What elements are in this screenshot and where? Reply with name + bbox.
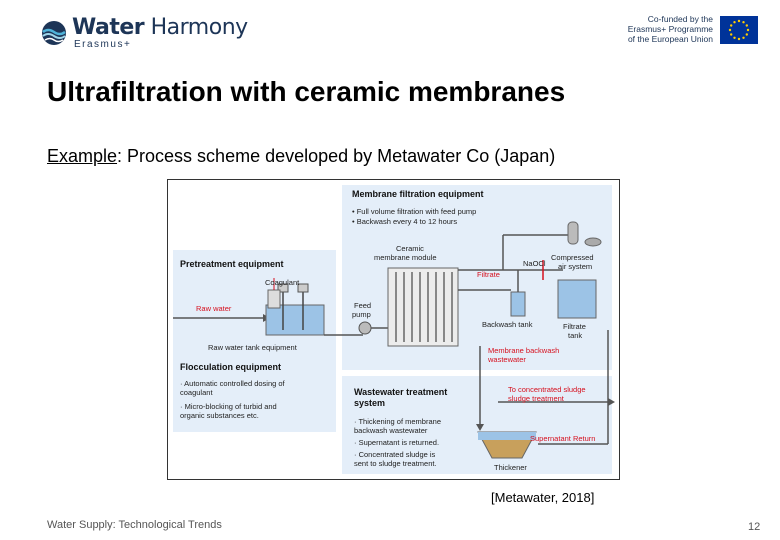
floc-bullet-2b: organic substances etc. — [180, 411, 259, 420]
compressed-air-label-2: air system — [558, 262, 593, 271]
ceramic-module-label-2: membrane module — [374, 253, 437, 262]
ww-bullet-3b: sent to sludge treatment. — [354, 459, 437, 468]
membrane-title: Membrane filtration equipment — [352, 189, 484, 199]
figure-caption: [Metawater, 2018] — [491, 490, 595, 505]
water-harmony-logo: Water Harmony Erasmus+ — [40, 14, 248, 50]
membrane-bullet-2: • Backwash every 4 to 12 hours — [352, 217, 458, 226]
pretreatment-panel — [173, 250, 336, 432]
slide-title: Ultrafiltration with ceramic membranes — [47, 76, 566, 107]
filtrate-tank-label-2: tank — [568, 331, 583, 340]
wave-logo-icon — [42, 21, 66, 45]
compressed-air-label-1: Compressed — [551, 253, 594, 262]
membrane-panel — [342, 185, 612, 370]
raw-water-tank-label: Raw water tank equipment — [208, 343, 297, 352]
to-sludge-label-1: To concentrated sludge — [508, 385, 586, 394]
ww-bullet-1b: backwash wastewater — [354, 426, 428, 435]
filtrate-label: Filtrate — [477, 270, 500, 279]
to-sludge-label-2: sludge treatment — [508, 394, 564, 403]
page-number: 12 — [748, 521, 761, 533]
floc-bullet-1a: · Automatic controlled dosing of — [180, 379, 285, 388]
membrane-backwash-label-2: wastewater — [488, 355, 526, 364]
floc-bullet-1b: coagulant — [180, 388, 213, 397]
backwash-tank-label: Backwash tank — [482, 320, 533, 329]
wastewater-title-2: system — [354, 398, 386, 408]
membrane-bullet-1: • Full volume filtration with feed pump — [352, 207, 477, 216]
filtrate-tank-label-1: Filtrate — [563, 322, 586, 331]
coagulant-label: Coagulant — [265, 278, 300, 287]
flocculation-title: Flocculation equipment — [180, 362, 282, 372]
naocl-label: NaOCl — [523, 259, 546, 268]
floc-bullet-2a: · Micro-blocking of turbid and — [180, 402, 277, 411]
raw-water-label: Raw water — [196, 304, 232, 313]
brand-name: Water Harmony — [72, 15, 248, 40]
diagram-graphics — [173, 221, 615, 459]
supernatant-return-label: Supernatant Return — [530, 434, 596, 443]
feed-pump-label-1: Feed — [354, 301, 372, 310]
ww-bullet-1a: · Thickening of membrane — [354, 417, 441, 426]
ww-bullet-3a: · Concentrated sludge is — [354, 450, 436, 459]
ceramic-module-label-1: Ceramic — [396, 244, 424, 253]
eu-flag-icon — [720, 16, 758, 44]
wastewater-title-1: Wastewater treatment — [354, 387, 448, 397]
process-scheme-diagram: Membrane filtration equipment • Full vol… — [167, 179, 620, 480]
ww-bullet-2: · Supernatant is returned. — [354, 438, 440, 447]
feed-pump-label-2: pump — [352, 310, 371, 319]
footer-text: Water Supply: Technological Trends — [47, 519, 222, 531]
thickener-label: Thickener — [494, 463, 527, 472]
membrane-backwash-label-1: Membrane backwash — [488, 346, 560, 355]
pretreatment-title: Pretreatment equipment — [180, 259, 284, 269]
slide-subtitle: Example: Process scheme developed by Met… — [47, 146, 556, 166]
eu-cofunded-text: Co-funded by the Erasmus+ Programme of t… — [627, 14, 713, 44]
brand-subtitle: Erasmus+ — [74, 39, 132, 50]
